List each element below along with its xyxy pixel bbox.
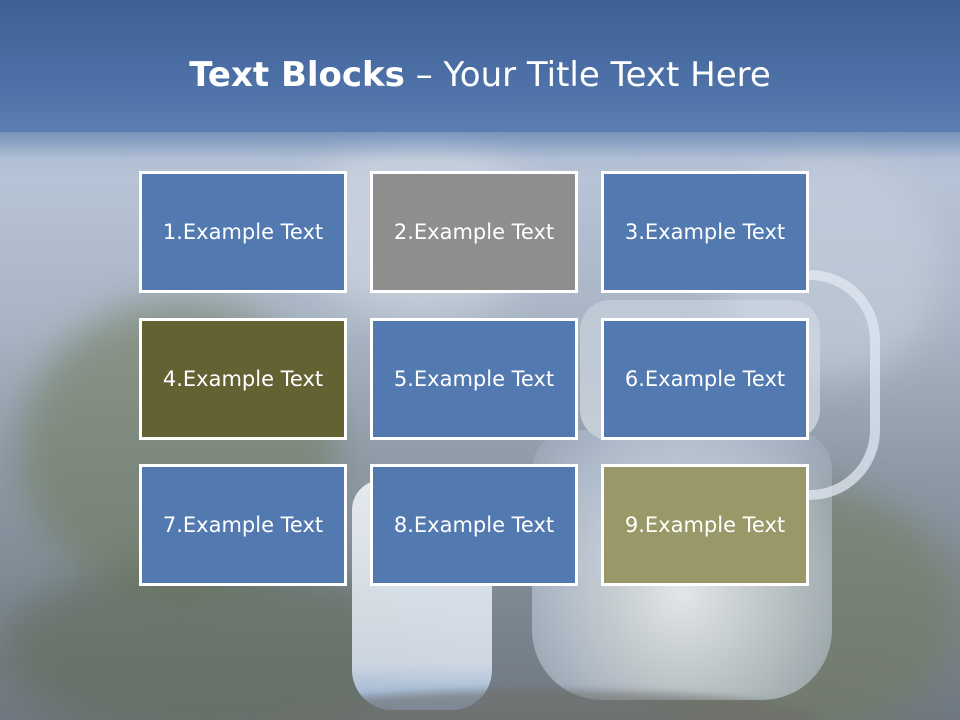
- text-block-label: 6.Example Text: [624, 367, 786, 391]
- text-block-8[interactable]: 8.Example Text: [370, 464, 578, 586]
- title-bar-fade: [0, 120, 960, 160]
- text-block-7[interactable]: 7.Example Text: [139, 464, 347, 586]
- title-bar: [0, 0, 960, 132]
- text-block-9[interactable]: 9.Example Text: [601, 464, 809, 586]
- text-block-label: 5.Example Text: [393, 367, 555, 391]
- title-bold-part: Text Blocks: [189, 55, 405, 95]
- text-block-label: 1.Example Text: [162, 220, 324, 244]
- title-rest-part: Your Title Text Here: [443, 55, 771, 95]
- text-block-label: 8.Example Text: [393, 513, 555, 537]
- text-block-4[interactable]: 4.Example Text: [139, 318, 347, 440]
- text-block-label: 9.Example Text: [624, 513, 786, 537]
- text-block-label: 7.Example Text: [162, 513, 324, 537]
- foliage-shape: [0, 560, 420, 720]
- text-block-5[interactable]: 5.Example Text: [370, 318, 578, 440]
- text-block-label: 4.Example Text: [162, 367, 324, 391]
- text-block-label: 3.Example Text: [624, 220, 786, 244]
- text-block-3[interactable]: 3.Example Text: [601, 171, 809, 293]
- text-block-2[interactable]: 2.Example Text: [370, 171, 578, 293]
- slide-title[interactable]: Text Blocks – Your Title Text Here: [0, 52, 960, 98]
- title-dash: –: [404, 55, 444, 95]
- text-block-1[interactable]: 1.Example Text: [139, 171, 347, 293]
- text-block-label: 2.Example Text: [393, 220, 555, 244]
- text-block-6[interactable]: 6.Example Text: [601, 318, 809, 440]
- milk-jug-handle: [800, 270, 880, 500]
